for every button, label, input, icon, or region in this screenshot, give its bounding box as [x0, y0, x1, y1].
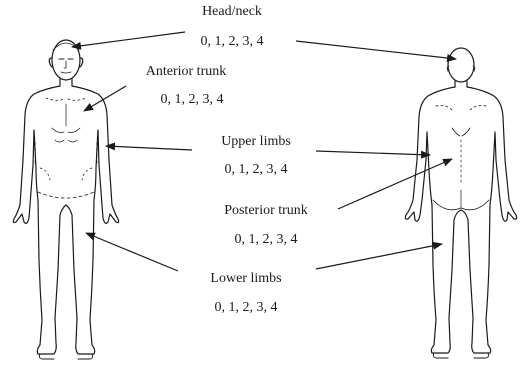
arrow-head-neck-front — [72, 32, 185, 47]
arrow-upper-limbs-back — [316, 151, 430, 155]
upper-limbs-label: Upper limbs — [221, 134, 291, 150]
front-body-left-outline — [13, 86, 66, 354]
back-body-figure — [405, 48, 516, 358]
head-neck-scale: 0, 1, 2, 3, 4 — [201, 34, 264, 50]
arrow-upper-limbs-front — [106, 146, 192, 150]
back-body-left-outline — [405, 87, 461, 353]
front-body-figure — [13, 40, 118, 359]
upper-limbs-scale: 0, 1, 2, 3, 4 — [225, 162, 288, 178]
arrow-lower-limbs-front — [86, 233, 178, 271]
lower-limbs-scale: 0, 1, 2, 3, 4 — [215, 300, 278, 316]
arrow-head-neck-back — [296, 41, 456, 59]
anterior-trunk-scale: 0, 1, 2, 3, 4 — [161, 92, 224, 108]
posterior-trunk-scale: 0, 1, 2, 3, 4 — [235, 232, 298, 248]
front-body-right-outline — [66, 86, 119, 354]
arrow-lower-limbs-back — [316, 244, 442, 269]
posterior-trunk-label: Posterior trunk — [224, 203, 308, 219]
back-body-right-outline — [461, 87, 517, 353]
arrow-anterior-trunk — [84, 86, 126, 111]
anterior-trunk-label: Anterior trunk — [146, 64, 226, 80]
back-head — [448, 48, 474, 82]
lower-limbs-label: Lower limbs — [210, 271, 281, 287]
head-neck-label: Head/neck — [202, 4, 262, 20]
